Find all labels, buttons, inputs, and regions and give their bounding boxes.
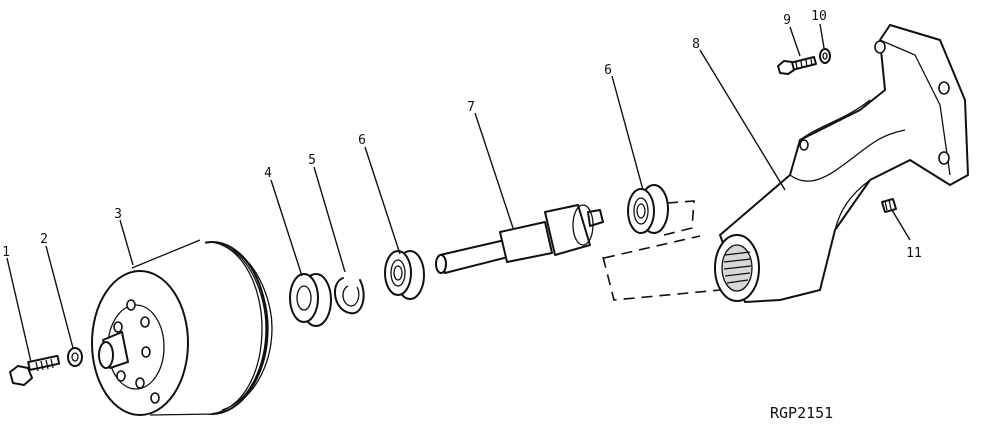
callout-6-right: 6 — [604, 63, 612, 78]
shaft-part — [435, 204, 604, 274]
callout-8: 8 — [692, 37, 700, 52]
pulley-part — [91, 239, 273, 416]
leader-lines — [6, 23, 911, 363]
bearing-part-right — [627, 184, 669, 234]
bolt-part — [9, 354, 61, 386]
callout-10: 10 — [811, 9, 827, 24]
washer-part — [67, 347, 83, 367]
callout-4: 4 — [264, 166, 272, 181]
cap-screw-part — [777, 56, 817, 75]
callout-6-left: 6 — [358, 133, 366, 148]
callout-2: 2 — [40, 232, 48, 247]
figure-reference-code: RGP2151 — [770, 404, 833, 422]
callout-11: 11 — [906, 246, 922, 261]
seal-part — [289, 273, 332, 327]
callout-1: 1 — [2, 245, 10, 260]
callout-labels: 1 2 3 4 5 6 7 6 8 9 10 11 — [2, 9, 922, 261]
alignment-dashed-outline — [602, 200, 721, 301]
snap-ring-part — [334, 277, 365, 315]
set-screw-part — [881, 198, 897, 213]
bracket-part — [714, 24, 969, 303]
bearing-part-left — [384, 250, 425, 300]
lock-washer-part — [819, 48, 831, 64]
callout-9: 9 — [783, 13, 791, 28]
callout-3: 3 — [114, 207, 122, 222]
callout-7: 7 — [467, 100, 475, 115]
callout-5: 5 — [308, 153, 316, 168]
